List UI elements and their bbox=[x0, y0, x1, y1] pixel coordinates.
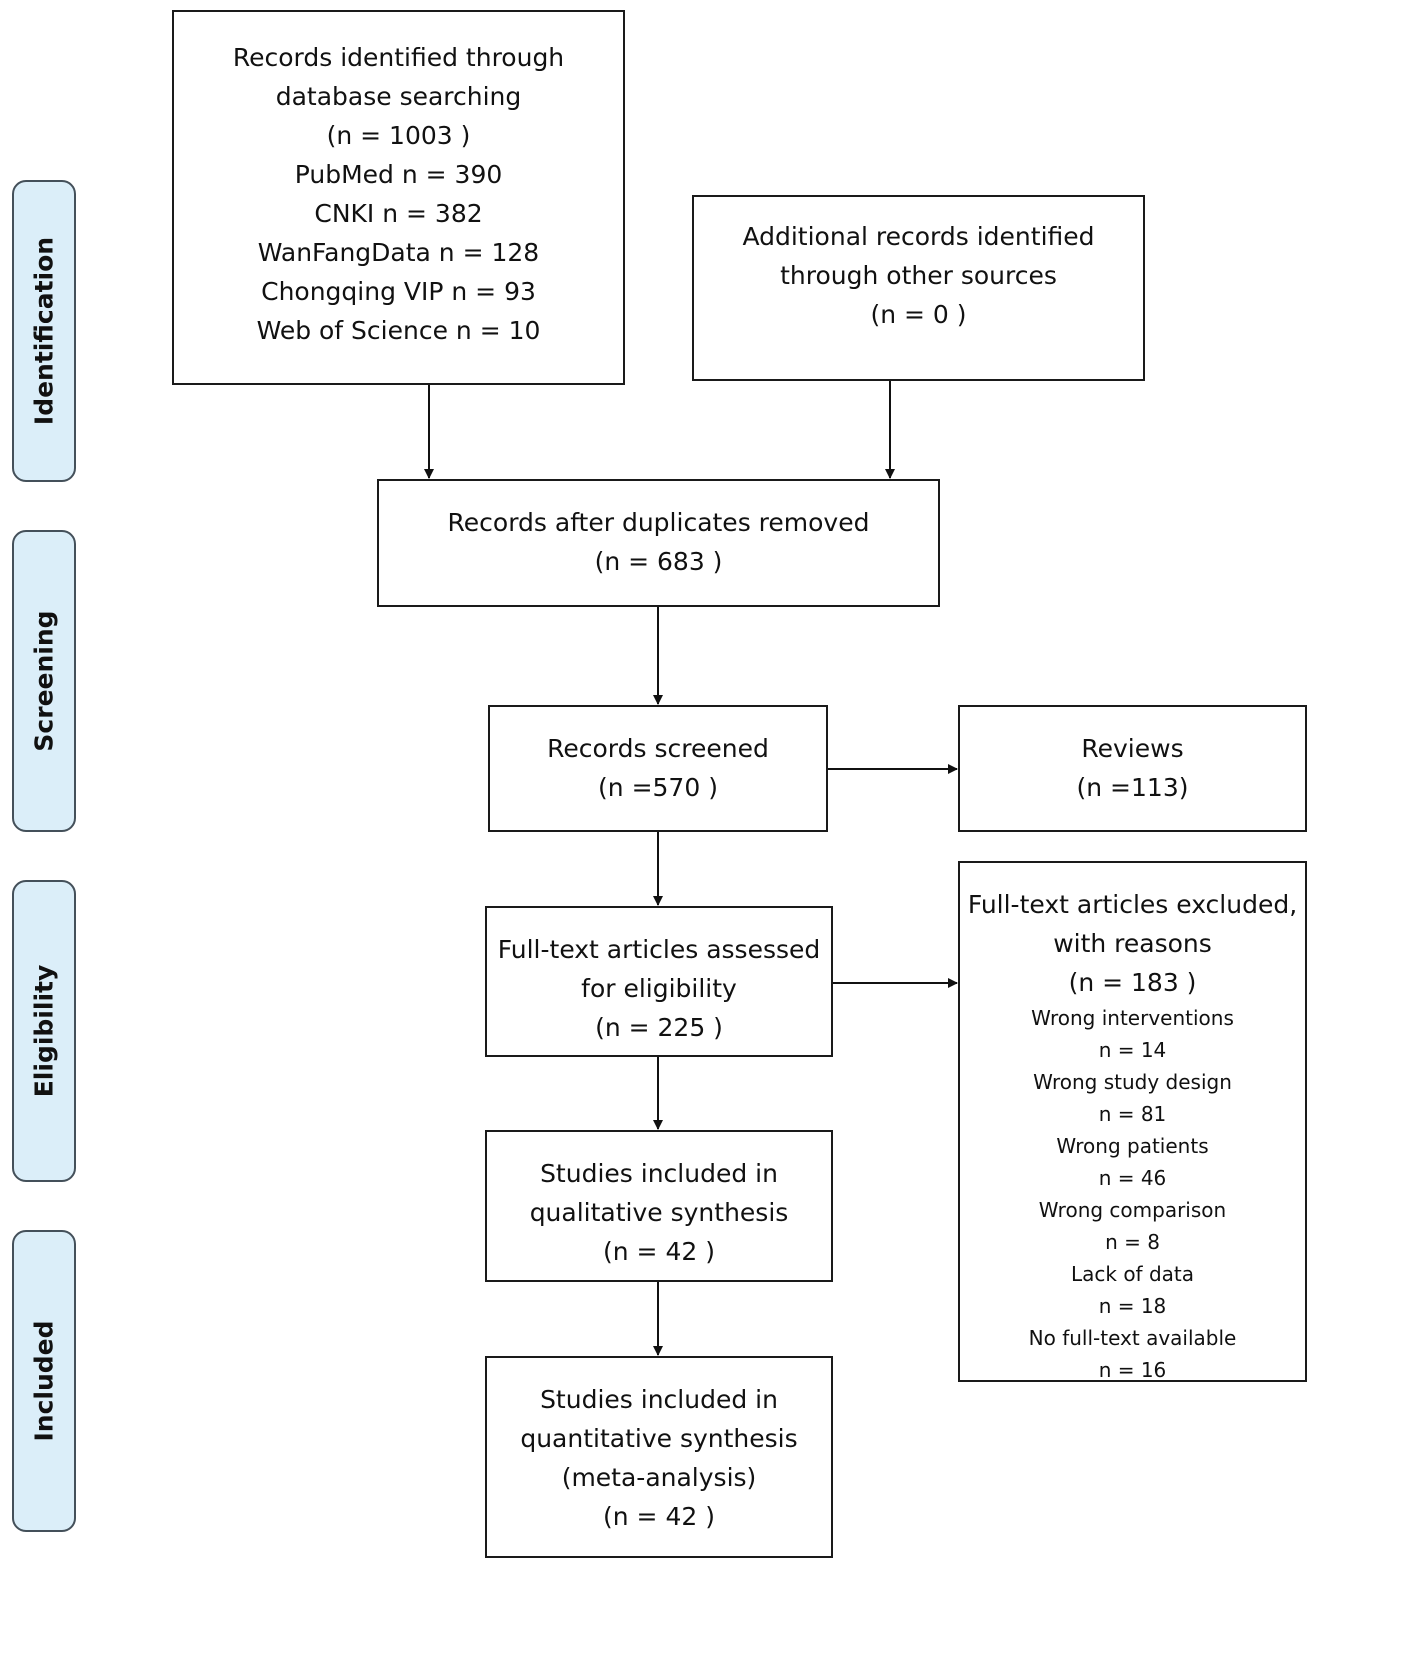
box-other-sources: Additional records identified through ot… bbox=[692, 195, 1145, 381]
box-line: Records identified through bbox=[232, 43, 565, 72]
box-line: (meta-analysis) bbox=[561, 1463, 757, 1492]
exclusion-reason-count: n = 81 bbox=[1098, 1102, 1167, 1126]
box-line: WanFangData n = 128 bbox=[257, 238, 540, 267]
exclusion-reason-label: Wrong study design bbox=[1033, 1070, 1232, 1094]
box-fulltext-excluded: Full-text articles excluded, with reason… bbox=[958, 861, 1307, 1382]
exclusion-reason-count: n = 46 bbox=[1098, 1166, 1167, 1190]
box-line: database searching bbox=[275, 82, 522, 111]
stage-eligibility: Eligibility bbox=[12, 880, 76, 1182]
box-line: Records after duplicates removed bbox=[447, 508, 870, 537]
stage-screening: Screening bbox=[12, 530, 76, 832]
exclusion-reason-label: Wrong comparison bbox=[1038, 1198, 1227, 1222]
box-line: PubMed n = 390 bbox=[294, 160, 503, 189]
exclusion-reason-label: No full-text available bbox=[1028, 1326, 1237, 1350]
exclusion-reason-label: Lack of data bbox=[1070, 1262, 1195, 1286]
box-line: quantitative synthesis bbox=[520, 1424, 798, 1453]
box-line: (n = 225 ) bbox=[595, 1013, 723, 1042]
stage-included: Included bbox=[12, 1230, 76, 1532]
box-line: CNKI n = 382 bbox=[314, 199, 483, 228]
box-line: Records screened bbox=[547, 734, 769, 763]
box-line: (n = 0 ) bbox=[870, 300, 967, 329]
box-line: (n =113) bbox=[1076, 773, 1189, 802]
box-records-screened: Records screened (n =570 ) bbox=[488, 705, 828, 832]
box-line: Reviews bbox=[1081, 734, 1184, 763]
box-line: Chongqing VIP n = 93 bbox=[261, 277, 536, 306]
box-line: Full-text articles excluded, bbox=[967, 890, 1298, 919]
box-line: (n = 683 ) bbox=[594, 547, 723, 576]
stage-identification: Identification bbox=[12, 180, 76, 482]
box-line: Studies included in bbox=[540, 1385, 778, 1414]
exclusion-reason-count: n = 8 bbox=[1105, 1230, 1160, 1254]
box-duplicates-removed: Records after duplicates removed (n = 68… bbox=[377, 479, 940, 607]
exclusion-reason-label: Wrong interventions bbox=[1031, 1006, 1234, 1030]
box-line: with reasons bbox=[1053, 929, 1212, 958]
box-quantitative-synthesis: Studies included in quantitative synthes… bbox=[485, 1356, 833, 1558]
box-line: (n = 183 ) bbox=[1068, 968, 1197, 997]
box-line: Additional records identified bbox=[742, 222, 1095, 251]
box-line: Studies included in bbox=[540, 1159, 778, 1188]
exclusion-reason-label: Wrong patients bbox=[1056, 1134, 1209, 1158]
box-line: through other sources bbox=[780, 261, 1057, 290]
exclusion-reason-count: n = 16 bbox=[1098, 1358, 1167, 1382]
box-line: (n = 42 ) bbox=[603, 1502, 715, 1531]
box-line: (n =570 ) bbox=[598, 773, 718, 802]
box-fulltext-assessed: Full-text articles assessed for eligibil… bbox=[485, 906, 833, 1057]
exclusion-reason-count: n = 18 bbox=[1098, 1294, 1167, 1318]
box-line: (n = 1003 ) bbox=[326, 121, 471, 150]
box-line: Full-text articles assessed bbox=[497, 935, 821, 964]
exclusion-reason-count: n = 14 bbox=[1098, 1038, 1167, 1062]
box-reviews: Reviews (n =113) bbox=[958, 705, 1307, 832]
box-line: (n = 42 ) bbox=[603, 1237, 715, 1266]
box-line: for eligibility bbox=[581, 974, 737, 1003]
box-line: qualitative synthesis bbox=[529, 1198, 789, 1227]
box-qualitative-synthesis: Studies included in qualitative synthesi… bbox=[485, 1130, 833, 1282]
box-line: Web of Science n = 10 bbox=[256, 316, 541, 345]
box-database-search: Records identified through database sear… bbox=[172, 10, 625, 385]
